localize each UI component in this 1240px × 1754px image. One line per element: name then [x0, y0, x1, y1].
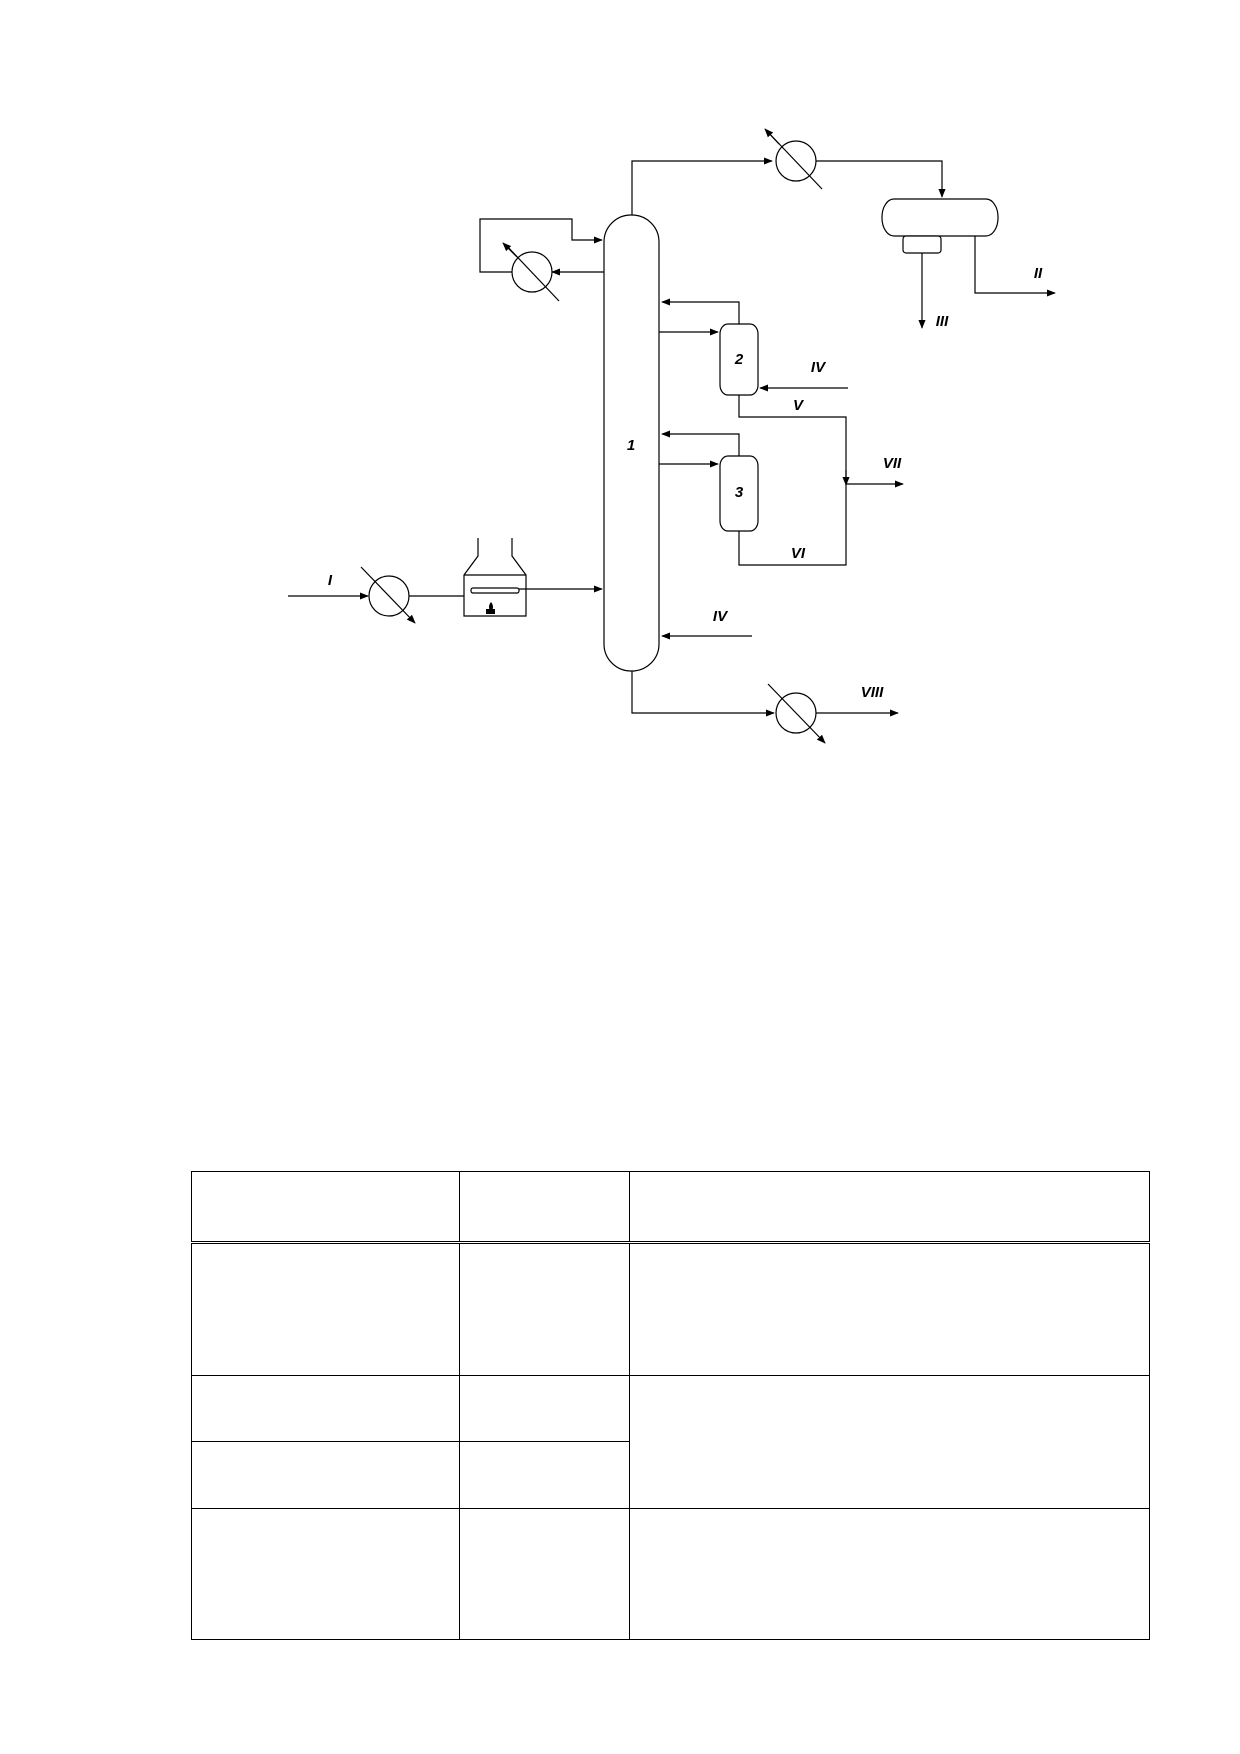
table-header-row — [191, 1171, 1150, 1244]
table-row — [191, 1441, 1150, 1509]
overhead-condenser — [631, 128, 946, 215]
table-cell[interactable] — [459, 1242, 630, 1376]
table-cell[interactable] — [191, 1171, 460, 1244]
side-stripper-2 — [659, 298, 848, 484]
table-cell[interactable] — [191, 1375, 460, 1442]
label-stream-IV-upper: IV — [811, 359, 827, 376]
label-stream-III: III — [936, 313, 949, 330]
label-stream-V: V — [793, 397, 805, 414]
feed-heat-exchanger — [288, 566, 464, 624]
label-stripper-2: 2 — [734, 351, 744, 368]
empty-answer-table — [191, 1171, 1150, 1640]
reflux-drum — [881, 198, 1056, 329]
table-cell[interactable] — [629, 1508, 1150, 1640]
table-cell[interactable] — [459, 1441, 630, 1509]
bottoms-cooler — [631, 671, 899, 744]
side-stripper-3 — [659, 430, 904, 566]
label-column-1: 1 — [627, 437, 635, 454]
table-cell[interactable] — [459, 1375, 630, 1442]
label-stream-II: II — [1034, 265, 1043, 282]
label-stream-VI: VI — [791, 545, 806, 562]
table-cell[interactable] — [629, 1171, 1150, 1244]
tube-furnace — [463, 538, 603, 617]
table-row — [191, 1508, 1150, 1640]
table-cell[interactable] — [191, 1242, 460, 1376]
top-reflux-cooler — [479, 218, 604, 302]
label-stream-IV-lower: IV — [713, 608, 729, 625]
label-stream-VII: VII — [883, 455, 902, 472]
table-cell[interactable] — [191, 1441, 460, 1509]
table-merged-cell[interactable] — [629, 1375, 1150, 1509]
table-cell[interactable] — [459, 1508, 630, 1640]
table-row — [191, 1375, 1150, 1509]
label-stream-I: I — [328, 572, 333, 589]
table-cell[interactable] — [629, 1242, 1150, 1376]
table-row — [191, 1242, 1150, 1376]
label-stream-VIII: VIII — [861, 684, 884, 701]
table-cell[interactable] — [191, 1508, 460, 1640]
process-flow-diagram: 1 2 3 I II III IV IV V VI VII VIII — [288, 128, 1056, 744]
table-cell[interactable] — [459, 1171, 630, 1244]
label-stripper-3: 3 — [735, 484, 744, 501]
